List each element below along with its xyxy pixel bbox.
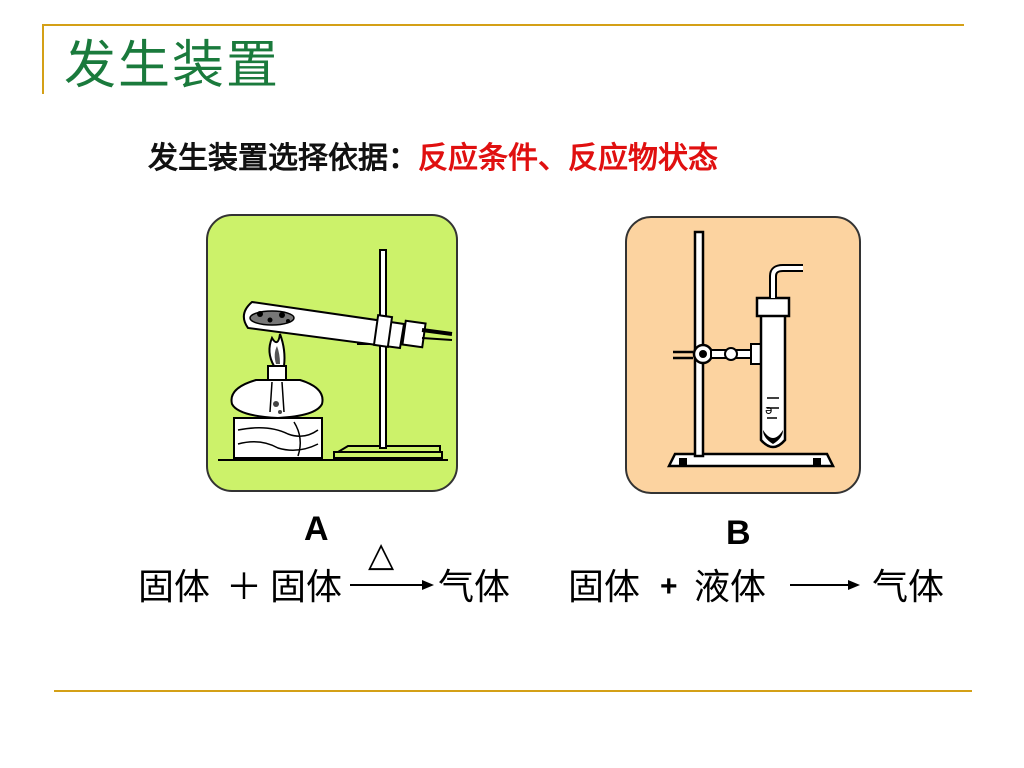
equation-b-operator: +	[660, 570, 678, 603]
equation-a-reactant2: 固体	[270, 567, 343, 608]
subtitle-lead: 发生装置选择依据：	[148, 141, 418, 176]
page-title: 发生装置	[64, 36, 281, 96]
frame-left-line	[42, 24, 44, 94]
upright-test-tube-apparatus-icon: ǝ	[666, 230, 836, 468]
subtitle-highlight: 反应条件、反应物状态	[418, 141, 718, 176]
apparatus-a-panel	[206, 214, 458, 492]
reaction-arrow-icon	[350, 580, 434, 590]
reaction-arrow-icon	[790, 580, 860, 590]
heating-condition-icon: △	[368, 535, 395, 575]
equation-b-product: 气体	[872, 567, 945, 608]
equation-a-product: 气体	[438, 567, 511, 608]
frame-bottom-line	[54, 690, 972, 692]
equation-a-reactant1: 固体	[138, 567, 211, 608]
equation-b-reactant2: 液体	[694, 567, 767, 608]
equation-a-operator: ＋	[226, 567, 263, 608]
frame-top-line	[44, 24, 964, 26]
svg-text:ǝ: ǝ	[765, 403, 772, 417]
subtitle: 发生装置选择依据：反应条件、反应物状态	[148, 144, 718, 174]
apparatus-a-label: A	[304, 510, 329, 548]
apparatus-b-panel: ǝ	[625, 216, 861, 494]
equation-b-reactant1: 固体	[568, 567, 641, 608]
apparatus-b-label: B	[726, 514, 751, 552]
heating-test-tube-apparatus-icon	[218, 249, 453, 461]
